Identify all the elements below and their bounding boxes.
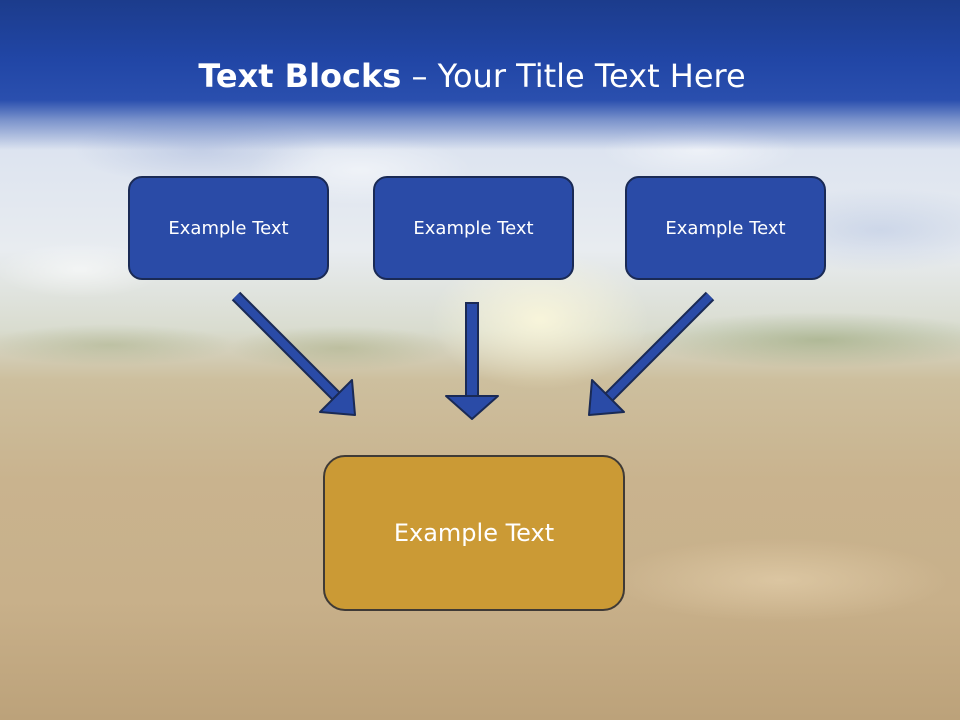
- title-bar: [0, 0, 960, 150]
- arrow-down-right-icon: [231, 291, 356, 416]
- text-block-label: Example Text: [168, 217, 289, 239]
- center-text-block[interactable]: Example Text: [323, 455, 625, 611]
- title-rest: Your Title Text Here: [437, 57, 746, 95]
- text-block-right[interactable]: Example Text: [625, 176, 826, 280]
- background-path: [560, 470, 960, 650]
- slide-title: Text Blocks – Your Title Text Here: [0, 52, 944, 100]
- text-block-label: Example Text: [413, 217, 534, 239]
- text-block-left[interactable]: Example Text: [128, 176, 329, 280]
- text-block-label: Example Text: [665, 217, 786, 239]
- center-text-block-label: Example Text: [393, 519, 555, 547]
- title-separator: –: [401, 57, 438, 95]
- background-treeline: [0, 300, 960, 370]
- title-bold: Text Blocks: [198, 57, 402, 95]
- text-block-middle[interactable]: Example Text: [373, 176, 574, 280]
- arrow-down-left-icon: [588, 291, 715, 416]
- arrow-down-icon: [445, 302, 499, 420]
